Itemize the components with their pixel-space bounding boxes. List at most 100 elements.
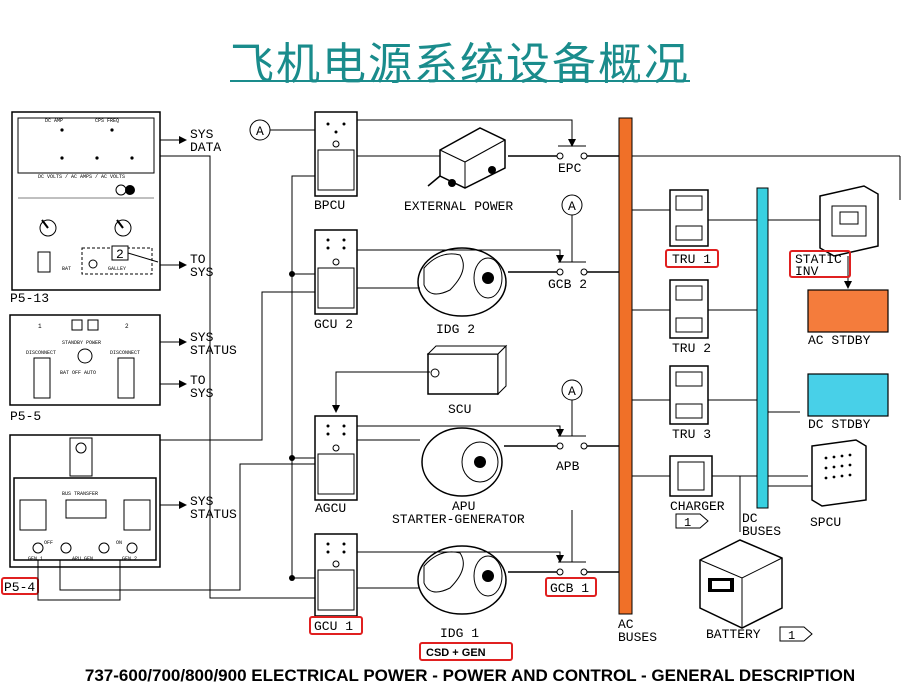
standby-power-switch[interactable] (77, 348, 93, 364)
static-inverter-unit: STATIC INV (789, 185, 879, 279)
transformer-rectifiers: TRU 1 TRU 2 TRU 3 CHARGER 1 (665, 189, 725, 530)
static-inv-line2: INV (795, 264, 819, 279)
gcu-2-unit: GCU 2 (314, 229, 358, 332)
gcu-1-unit: GCU 1 (309, 533, 363, 635)
apu-gen-2-switch[interactable] (98, 542, 110, 554)
gen-2-switch[interactable] (126, 542, 138, 554)
tru-2-unit: TRU 2 (669, 279, 711, 356)
panel-callout: 2 (116, 247, 124, 262)
bus-transfer-switch[interactable] (65, 499, 107, 519)
p5-4-label: P5-4 (4, 580, 35, 595)
agcu-unit: AGCU (314, 415, 358, 516)
power-sources: EXTERNAL POWER IDG 2 SCU APU (392, 127, 525, 661)
gen-on-label: ON (116, 540, 122, 546)
bpcu-label: BPCU (314, 198, 345, 213)
csd-gen-label: CSD + GEN (426, 647, 486, 659)
sys-data-line1: SYS (190, 127, 214, 142)
apb-label: APB (556, 459, 580, 474)
bat-switch[interactable] (37, 251, 51, 273)
standby-power-label: STANDBY POWER (62, 340, 101, 346)
sys-status-2-line2: STATUS (190, 507, 237, 522)
ammeter-gcb2-label: A (568, 199, 576, 214)
idg-2: IDG 2 (417, 247, 507, 337)
ac-buses-line2: BUSES (618, 630, 657, 645)
sys-status-1-line2: STATUS (190, 343, 237, 358)
meter-knob[interactable] (115, 184, 127, 196)
tru-1-unit: TRU 1 (665, 189, 719, 268)
apu-starter-generator: APU STARTER-GENERATOR (392, 427, 525, 527)
bat-label: BAT (62, 266, 71, 272)
p5-5-num-1: 1 (38, 323, 42, 330)
tru-3-label: TRU 3 (672, 427, 711, 442)
dc-stdby-label: DC STDBY (808, 417, 871, 432)
disconnect-2-label: DISCONNECT (110, 350, 140, 356)
disconnect-2-switch[interactable] (117, 357, 135, 399)
gen-1-switch[interactable] (32, 542, 44, 554)
epc-label: EPC (558, 161, 582, 176)
to-sys-1-line1: TO (190, 252, 206, 267)
tru-2-label: TRU 2 (672, 341, 711, 356)
bus-transfer-label: BUS TRANSFER (62, 491, 98, 497)
ac-meter-select-knob[interactable] (114, 219, 132, 237)
charger-callout: 1 (684, 516, 691, 530)
apu-gen-1-switch[interactable] (60, 542, 72, 554)
ac-buses-line1: AC (618, 617, 634, 632)
cps-freq-label: CPS FREQ (95, 118, 119, 124)
p5-5-num-2: 2 (125, 323, 129, 330)
dc-meter-select-knob[interactable] (39, 219, 57, 237)
standby-system: STATIC INV AC STDBY DC STDBY SPCU (789, 185, 889, 530)
agcu-label: AGCU (315, 501, 346, 516)
idg-1-label: IDG 1 (440, 626, 479, 641)
starter-generator-label: STARTER-GENERATOR (392, 512, 525, 527)
ac-stdby-bus (807, 289, 889, 333)
buses: AC BUSES DC BUSES (618, 117, 781, 645)
gen-off-label: OFF (44, 540, 53, 546)
bpcu-unit: BPCU (314, 111, 358, 213)
bat-off-auto-label: BAT OFF AUTO (60, 370, 96, 376)
gen-1-label: GEN 1 (28, 556, 43, 562)
gen-2-label: GEN 2 (122, 556, 137, 562)
ammeter-ext-label: A (256, 124, 264, 139)
dc-buses-line1: DC (742, 511, 758, 526)
to-sys-2-line2: SYS (190, 386, 214, 401)
idg-2-label: IDG 2 (436, 322, 475, 337)
ac-stdby-label: AC STDBY (808, 333, 871, 348)
ac-bus-bar (618, 117, 633, 615)
battery-unit: BATTERY 1 (699, 539, 813, 643)
static-inv-line1: STATIC (795, 252, 842, 267)
tru-3-unit: TRU 3 (669, 365, 711, 442)
apu-label: APU (452, 499, 475, 514)
scu-unit: SCU (426, 344, 508, 417)
panel-outputs: SYS DATA TO SYS SYS STATUS TO SYS SYS ST… (160, 127, 237, 522)
disconnect-1-switch[interactable] (33, 357, 51, 399)
dc-bus-bar (756, 187, 769, 509)
grd-pwr-switch[interactable] (75, 442, 87, 454)
meter-select-label: DC VOLTS / AC AMPS / AC VOLTS (38, 174, 125, 180)
to-sys-2-line1: TO (190, 373, 206, 388)
sys-data-line2: DATA (190, 140, 221, 155)
galley-label: GALLEY (108, 266, 126, 272)
sys-status-2-line1: SYS (190, 494, 214, 509)
page-title: 飞机电源系统设备概况 (230, 39, 690, 90)
apu-gen-label: APU GEN (72, 556, 93, 562)
spcu-label: SPCU (810, 515, 841, 530)
gcu-2-label: GCU 2 (314, 317, 353, 332)
gcb-2-label: GCB 2 (548, 277, 587, 292)
idg-1: IDG 1 CSD + GEN (417, 545, 513, 661)
spcu-unit: SPCU (810, 439, 867, 530)
sys-status-1-line1: SYS (190, 330, 214, 345)
p5-13-label: P5-13 (10, 291, 49, 306)
galley-switch[interactable] (88, 259, 98, 269)
p5-13-panel: DC AMP CPS FREQ DC VOLTS / AC AMPS / AC … (10, 111, 161, 306)
wiring (37, 119, 901, 601)
tru-1-label: TRU 1 (672, 252, 711, 267)
external-power-cart: EXTERNAL POWER (404, 127, 513, 214)
to-sys-1-line2: SYS (190, 265, 214, 280)
control-units: BPCU GCU 2 AGCU G (309, 111, 363, 635)
charger-unit: CHARGER 1 (669, 455, 725, 530)
p5-5-panel: 1 2 STANDBY POWER DISCONNECT DISCONNECT … (9, 314, 161, 424)
dc-buses-line2: BUSES (742, 524, 781, 539)
dc-stdby-bus (807, 373, 889, 417)
